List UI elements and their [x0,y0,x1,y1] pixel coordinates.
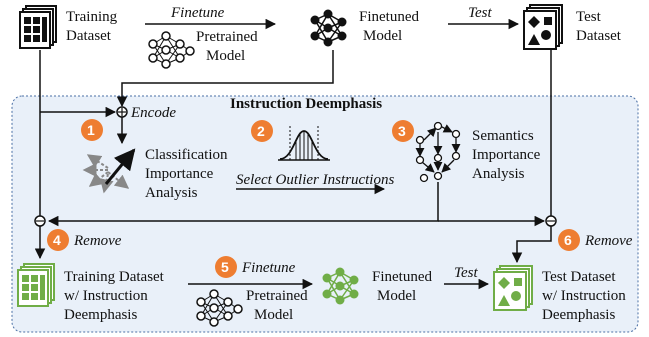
test-dataset-label-1: Test [576,9,602,25]
training-deemphasis-label-2: w/ Instruction [64,288,148,304]
pretrained-label-top-2: Model [206,48,245,64]
semantics-graph-icon [415,121,461,183]
finetune-label-bottom: Finetune [241,260,296,276]
remove-label-right: Remove [584,233,633,249]
semantics-label-2: Importance [472,147,541,163]
training-dataset-label-2: Dataset [66,28,112,44]
bell-curve-icon [278,126,330,161]
finetuned-label-top-2: Model [363,28,402,44]
test-dataset-icon [523,4,563,50]
training-deemphasis-label-1: Training Dataset [64,269,165,285]
test-deemphasis-label-1: Test Dataset [542,269,616,285]
classification-label-1: Classification [145,147,228,163]
training-deemphasis-label-3: Deemphasis [64,307,137,323]
pretrained-model-icon-top [148,31,195,69]
step-2-number: 2 [257,123,265,139]
test-dataset-deemphasis-icon [493,265,533,311]
step-4-number: 4 [53,232,61,248]
semantics-label-1: Semantics [472,128,534,144]
test-label-bottom: Test [454,265,478,281]
pretrained-label-bottom-1: Pretrained [246,288,308,304]
finetuned-label-bottom-1: Finetuned [372,269,432,285]
encode-label: Encode [130,105,176,121]
step-1-number: 1 [87,122,95,138]
finetuned-label-bottom-2: Model [377,288,416,304]
select-outlier-label: Select Outlier Instructions [236,172,394,188]
training-dataset-icon [19,5,57,49]
step-6-badge [558,229,580,251]
step-1-badge [81,119,103,141]
step-3-badge [392,120,414,142]
test-label-top: Test [468,5,492,21]
panel-title: Instruction Deemphasis [230,96,382,112]
step-3-number: 3 [398,123,406,139]
model-to-encode-arrow [116,50,334,108]
training-dataset-label-1: Training [66,9,118,25]
step-5-badge [215,256,237,278]
classification-label-3: Analysis [145,185,198,201]
test-deemphasis-label-2: w/ Instruction [542,288,626,304]
finetune-label-top: Finetune [170,5,225,21]
semantics-label-3: Analysis [472,166,525,182]
finetuned-label-top-1: Finetuned [359,9,419,25]
finetuned-model-icon-bottom [322,267,359,305]
remove-to-test-arrow [511,226,552,264]
classification-label-2: Importance [145,166,214,182]
step-2-badge [251,120,273,142]
step-5-number: 5 [221,259,229,275]
pretrained-label-bottom-2: Model [254,307,293,323]
test-deemphasis-label-3: Deemphasis [542,307,615,323]
classification-importance-icon [82,148,136,194]
instruction-deemphasis-panel [11,95,639,333]
test-dataset-label-2: Dataset [576,28,622,44]
step-4-badge [47,229,69,251]
pretrained-label-top-1: Pretrained [196,29,258,45]
step-6-number: 6 [564,232,572,248]
finetuned-model-icon-top [310,9,347,47]
remove-label-left: Remove [73,233,122,249]
training-dataset-deemphasis-icon [17,263,55,307]
